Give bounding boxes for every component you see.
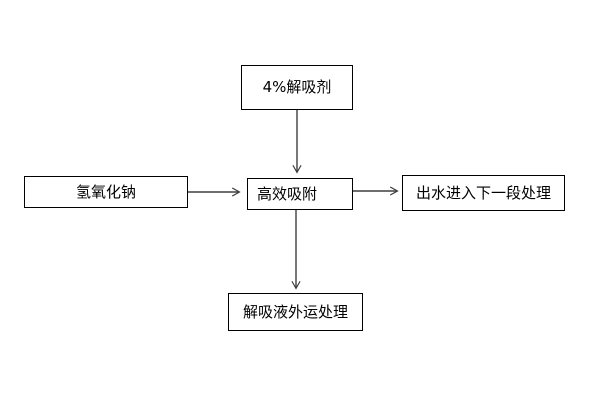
node-label-adsorption: 高效吸附 <box>257 184 318 203</box>
node-label-desorbent: 4%解吸剂 <box>262 78 332 96</box>
node-label-effluent: 出水进入下一段处理 <box>415 183 551 202</box>
flowchart-node-desorbent: 4%解吸剂 <box>241 65 353 110</box>
flowchart-node-naoh: 氢氧化钠 <box>24 176 188 208</box>
flowchart-node-adsorption: 高效吸附 <box>247 178 353 210</box>
flowchart-node-desorption-out: 解吸液外运处理 <box>228 293 363 331</box>
flowchart-node-effluent: 出水进入下一段处理 <box>402 175 565 211</box>
node-label-naoh: 氢氧化钠 <box>75 182 136 201</box>
node-label-desorption-out: 解吸液外运处理 <box>242 302 348 321</box>
